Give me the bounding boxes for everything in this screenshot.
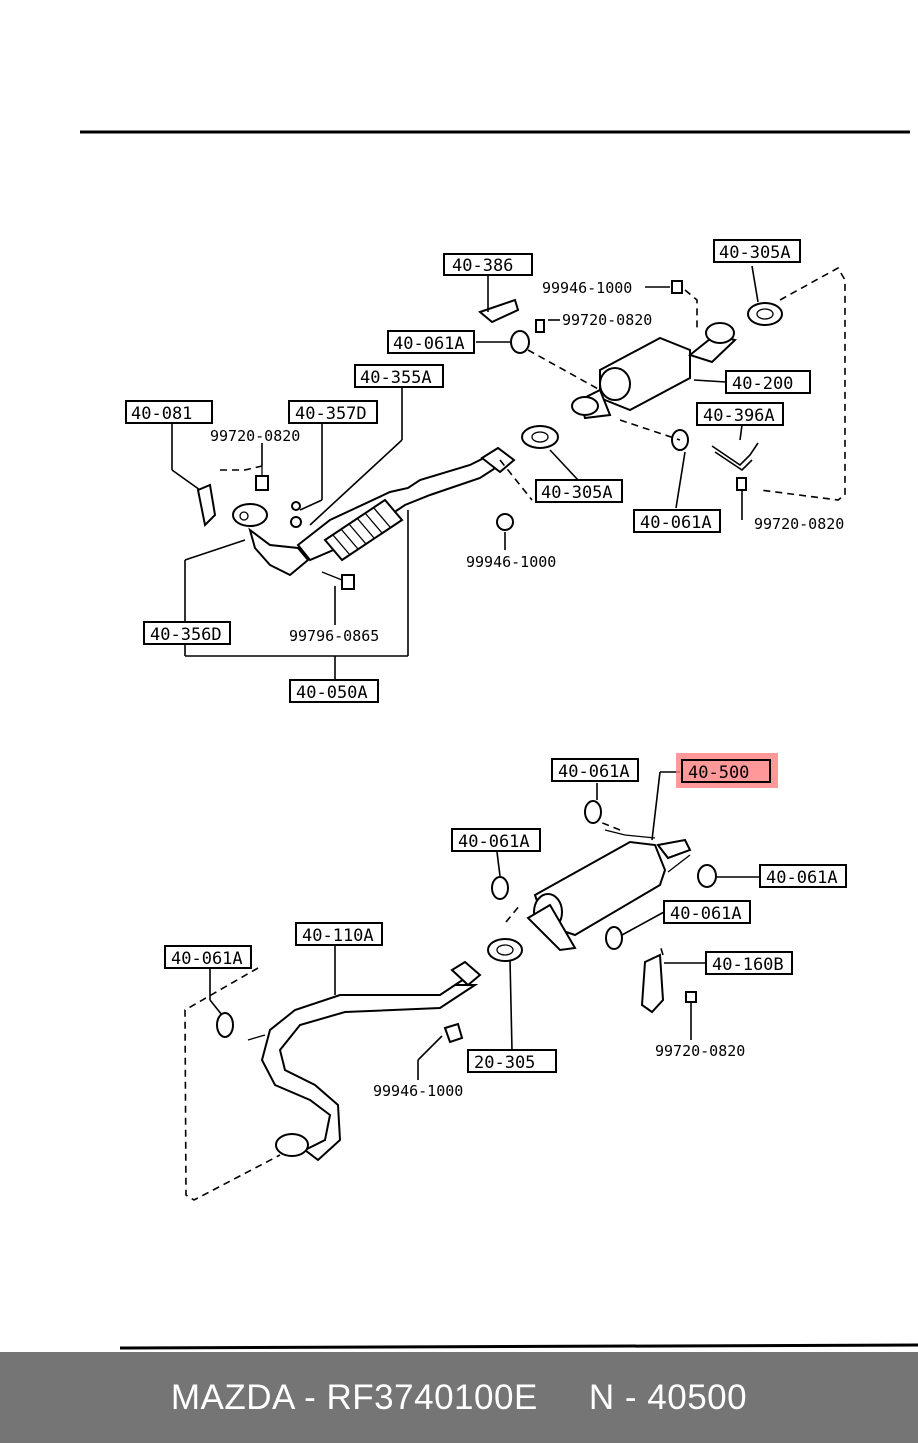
partno-99720-0820-c: 99720-0820 (754, 515, 844, 533)
nut-icon (496, 513, 514, 531)
label-40-305A-mid: 40-305A (541, 483, 613, 503)
label-40-061A-a: 40-061A (393, 334, 465, 354)
label-40-500: 40-500 (688, 763, 749, 783)
label-40-061A-b: 40-061A (640, 513, 712, 533)
nut-icon (443, 1022, 464, 1044)
lower-exhaust-assembly (184, 771, 760, 1201)
gasket-icon (747, 302, 783, 326)
bottom-rule (119, 1343, 918, 1350)
rubber-mount-icon (491, 876, 509, 900)
partno-99720-0820-b: 99720-0820 (210, 427, 300, 445)
label-40-356D: 40-356D (150, 625, 222, 645)
label-40-357D: 40-357D (295, 404, 367, 424)
label-40-050A: 40-050A (296, 683, 368, 703)
partno-99796-0865: 99796-0865 (289, 627, 379, 645)
nut-icon (671, 280, 683, 294)
bracket-icon (640, 953, 665, 1014)
label-40-061A-c: 40-061A (558, 762, 630, 782)
center-silencer (571, 322, 738, 420)
bolt-icon (255, 466, 269, 491)
intermediate-pipe (247, 960, 482, 1162)
bolt-icon (685, 991, 697, 1003)
bolt-icon (736, 477, 747, 491)
gasket-icon (487, 938, 523, 962)
label-40-396A: 40-396A (703, 406, 775, 426)
gasket-icon (521, 425, 559, 449)
manifold-flange (232, 503, 268, 527)
label-40-061A-e: 40-061A (766, 868, 838, 888)
bolt-icon (535, 319, 545, 333)
label-40-160B: 40-160B (712, 955, 784, 975)
bolt-icon (321, 571, 355, 590)
rubber-mount-icon (584, 800, 602, 824)
label-40-061A-d: 40-061A (458, 832, 530, 852)
rear-muffler (526, 829, 692, 952)
label-40-355A: 40-355A (360, 368, 432, 388)
upper-callouts: 40-386 40-305A 40-061A 40-355A 40-200 40… (125, 239, 844, 703)
label-40-386: 40-386 (452, 256, 513, 276)
rubber-mount-icon (510, 330, 530, 354)
label-20-305: 20-305 (474, 1053, 535, 1073)
flex-pipe (323, 498, 404, 562)
upper-exhaust-assembly (171, 265, 846, 680)
nut-icon (291, 501, 301, 511)
partno-99946-1000-top: 99946-1000 (542, 279, 632, 297)
part-number-footer: MAZDA - RF3740100E N - 40500 (0, 1352, 918, 1443)
partno-99720-0820-d: 99720-0820 (655, 1042, 745, 1060)
label-40-061A-f: 40-061A (670, 904, 742, 924)
rubber-mount-icon (697, 864, 717, 888)
lower-callouts: 40-061A 40-500 40-061A 40-061A 40-061A 4… (164, 753, 847, 1100)
partno-99720-0820-a: 99720-0820 (562, 311, 652, 329)
label-40-200: 40-200 (732, 374, 793, 394)
rubber-mount-icon (605, 926, 623, 950)
partno-99946-1000-low: 99946-1000 (373, 1082, 463, 1100)
label-40-081: 40-081 (131, 404, 192, 424)
label-40-110A: 40-110A (302, 926, 374, 946)
label-40-061A-g: 40-061A (171, 949, 243, 969)
partno-99946-1000-mid: 99946-1000 (466, 553, 556, 571)
label-40-305A-top: 40-305A (719, 243, 791, 263)
nut-icon (290, 516, 302, 528)
footer-part-text: MAZDA - RF3740100E N - 40500 (170, 1377, 748, 1417)
rubber-mount-icon (216, 1012, 234, 1038)
